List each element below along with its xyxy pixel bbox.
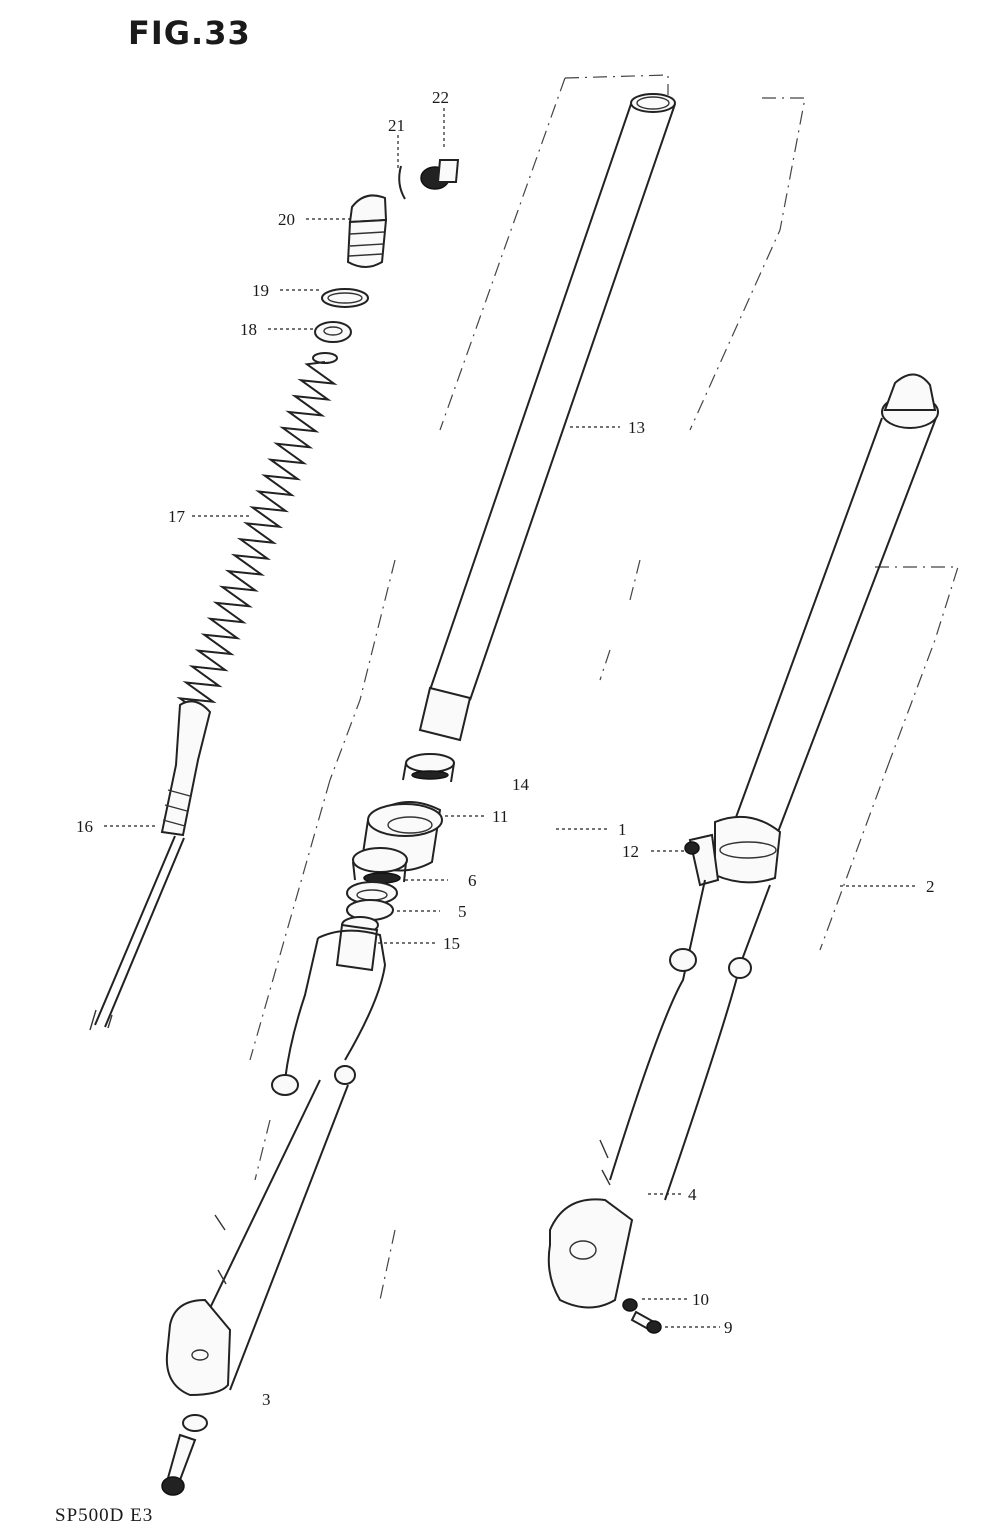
drain-screw-3 [161,1414,208,1496]
o-ring-19 [321,288,369,308]
label-part-1: 1 [618,820,627,839]
outer-tube-left [165,916,387,1397]
air-valve-22 [420,159,460,190]
label-part-10: 10 [692,1290,709,1309]
ring-5 [346,881,398,921]
label-part-6: 6 [468,871,477,890]
leader-lines [104,108,918,1328]
label-part-16: 16 [76,817,93,836]
inner-tube-13 [418,93,676,742]
label-part-20: 20 [278,210,295,229]
o-ring-21 [398,165,406,200]
label-part-14: 14 [512,775,530,794]
spacer-18 [314,321,352,343]
fork-spring-17 [176,352,338,719]
label-part-13: 13 [628,418,645,437]
fork-assembly-right [547,373,939,1309]
gasket-10 [622,1298,638,1312]
cap-bolt-20 [346,194,388,268]
label-part-21: 21 [388,116,405,135]
label-part-5: 5 [458,902,467,921]
label-part-9: 9 [724,1318,733,1337]
label-part-19: 19 [252,281,269,300]
figure-title: FIG.33 [128,14,251,52]
label-part-4: 4 [688,1185,697,1204]
label-part-18: 18 [240,320,257,339]
drawing-code: SP500D E3 [55,1505,154,1526]
bolt-9 [630,1310,662,1334]
part-labels: 22 21 20 19 18 17 16 13 14 11 1 6 5 15 1… [76,88,935,1409]
label-part-2: 2 [926,877,935,896]
oil-seal-11 [360,801,443,872]
label-part-17: 17 [168,507,186,526]
spacer-6 [352,847,408,884]
bushing-14 [402,753,455,783]
label-part-11: 11 [492,807,508,826]
damper-rod-16 [89,700,212,1031]
label-part-3: 3 [262,1390,271,1409]
label-part-22: 22 [432,88,449,107]
label-part-15: 15 [443,934,460,953]
label-part-12: 12 [622,842,639,861]
